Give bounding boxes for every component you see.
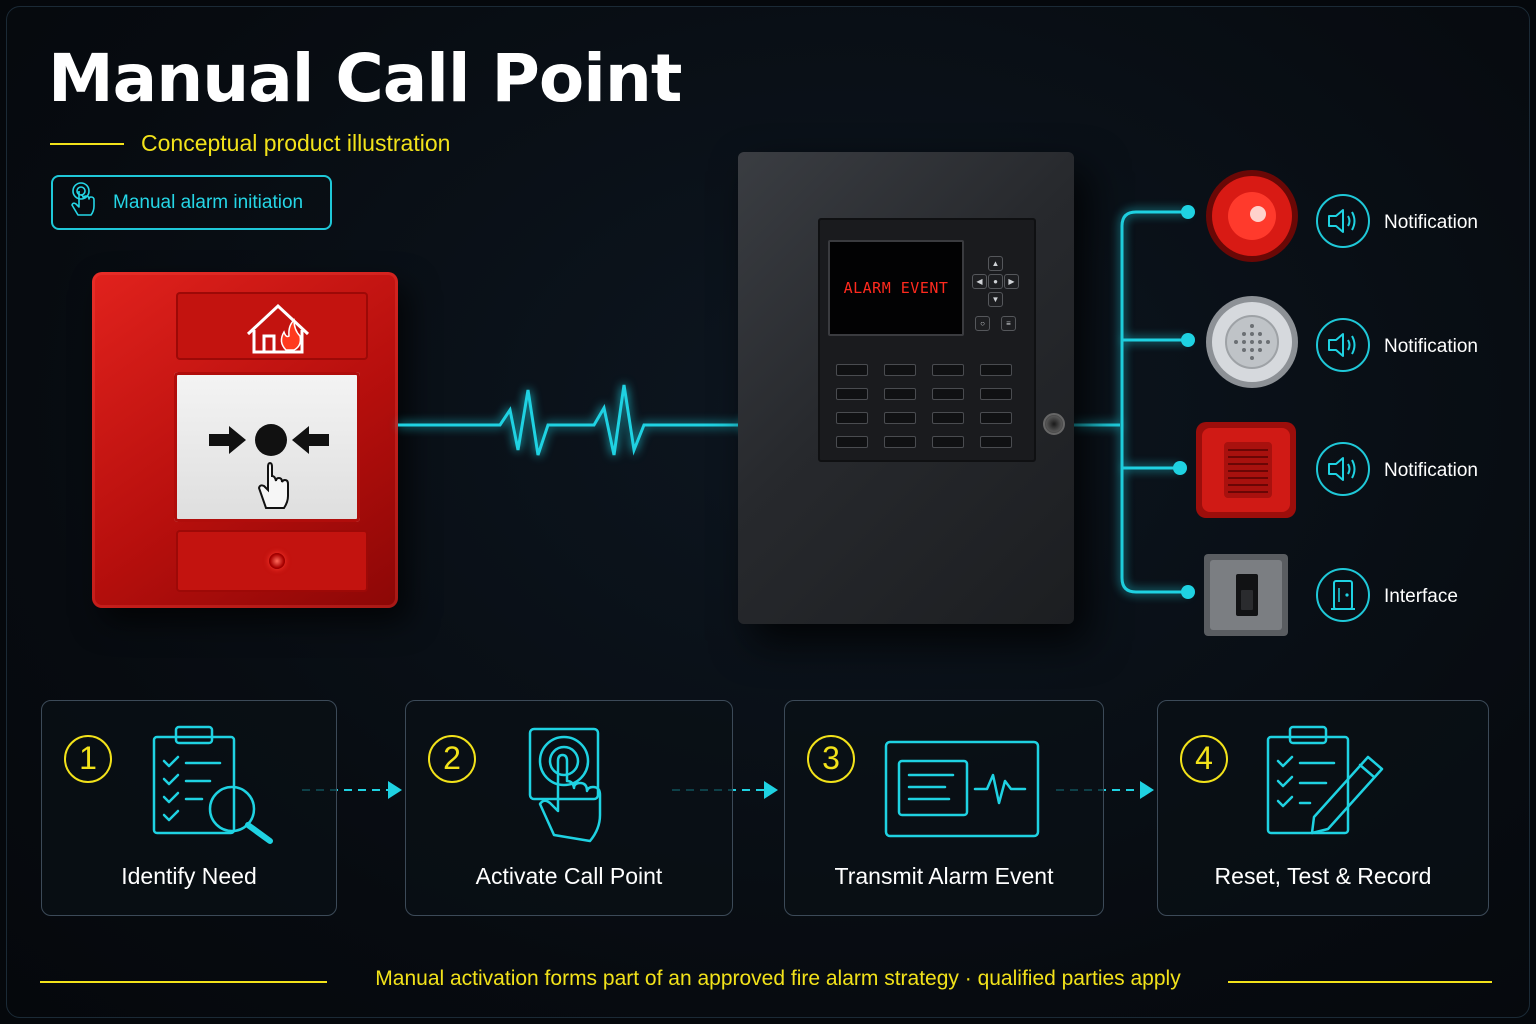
step-card-3: 3 Transmit Alarm Event (784, 700, 1104, 916)
page-subtitle: Conceptual product illustration (141, 130, 451, 156)
panel-key (932, 364, 964, 376)
panel-key (884, 436, 916, 448)
step-label: Activate Call Point (475, 863, 663, 889)
badge-label: Manual alarm initiation (113, 191, 304, 213)
bus-node-3 (1173, 461, 1187, 475)
nav-ok-key: ● (988, 274, 1003, 289)
panel-key (884, 412, 916, 424)
panel-key (932, 388, 964, 400)
nav-up-key: ▲ (988, 256, 1003, 271)
subtitle-rule (50, 143, 124, 145)
call-point-led (269, 553, 285, 569)
panel-key (836, 364, 868, 376)
footer-rule-right (1228, 981, 1492, 983)
nav-right-key: ▶ (1004, 274, 1019, 289)
checklist-pencil-icon (1264, 723, 1388, 848)
output-label-3: Notification (1384, 460, 1478, 481)
manual-initiation-badge: Manual alarm initiation (51, 175, 332, 230)
step-number: 1 (64, 735, 112, 783)
checklist-magnifier-icon (148, 723, 278, 854)
footer-note: Manual activation forms part of an appro… (375, 967, 1181, 990)
step-card-4: 4 Reset, Test & Record (1157, 700, 1489, 916)
panel-lock (1043, 413, 1065, 435)
interface-switch-device (1204, 554, 1288, 636)
panel-key (836, 436, 868, 448)
panel-key (980, 388, 1012, 400)
press-arrows-icon (209, 424, 329, 456)
output-label-1: Notification (1384, 212, 1478, 233)
bus-node-4 (1181, 585, 1195, 599)
step-label: Transmit Alarm Event (834, 863, 1054, 889)
house-fire-icon (246, 303, 310, 354)
step-card-2: 2 Activate Call Point (405, 700, 733, 916)
step-label: Identify Need (121, 863, 257, 889)
press-button-icon (524, 725, 614, 852)
speaker-icon (1316, 194, 1370, 248)
step-number: 3 (807, 735, 855, 783)
output-label-4: Interface (1384, 586, 1458, 607)
step-number: 2 (428, 735, 476, 783)
panel-func-key-2: ≡ (1001, 316, 1016, 331)
red-beacon-device (1206, 170, 1298, 262)
panel-key (980, 412, 1012, 424)
panel-key (980, 364, 1012, 376)
red-horn-device (1196, 422, 1296, 518)
panel-key (884, 388, 916, 400)
step-label: Reset, Test & Record (1214, 863, 1432, 889)
panel-key (836, 412, 868, 424)
step-arrowheads (388, 781, 1154, 799)
footer-rule-left (40, 981, 327, 983)
speaker-icon (1316, 442, 1370, 496)
hand-pointer-icon (67, 181, 99, 224)
panel-key (932, 412, 964, 424)
call-point-top-plate (176, 292, 368, 360)
panel-key (884, 364, 916, 376)
speaker-icon (1316, 318, 1370, 372)
page-title: Manual Call Point (48, 40, 682, 117)
nav-down-key: ▼ (988, 292, 1003, 307)
signal-line (398, 384, 750, 456)
flame-icon (280, 318, 302, 351)
hand-icon (257, 461, 289, 509)
panel-display-text: ALARM EVENT (843, 279, 949, 297)
panel-key (932, 436, 964, 448)
bus-node-2 (1181, 333, 1195, 347)
output-label-2: Notification (1384, 336, 1478, 357)
step-card-1: 1 Identify Need (41, 700, 337, 916)
sounder-device (1206, 296, 1298, 388)
step-number: 4 (1180, 735, 1228, 783)
signal-card-icon (883, 739, 1041, 844)
panel-key (980, 436, 1012, 448)
panel-display: ALARM EVENT (828, 240, 964, 336)
panel-key (836, 388, 868, 400)
bus-node-1 (1181, 205, 1195, 219)
panel-func-key-1: ○ (975, 316, 990, 331)
door-icon (1316, 568, 1370, 622)
nav-left-key: ◀ (972, 274, 987, 289)
output-bus (1074, 210, 1188, 594)
